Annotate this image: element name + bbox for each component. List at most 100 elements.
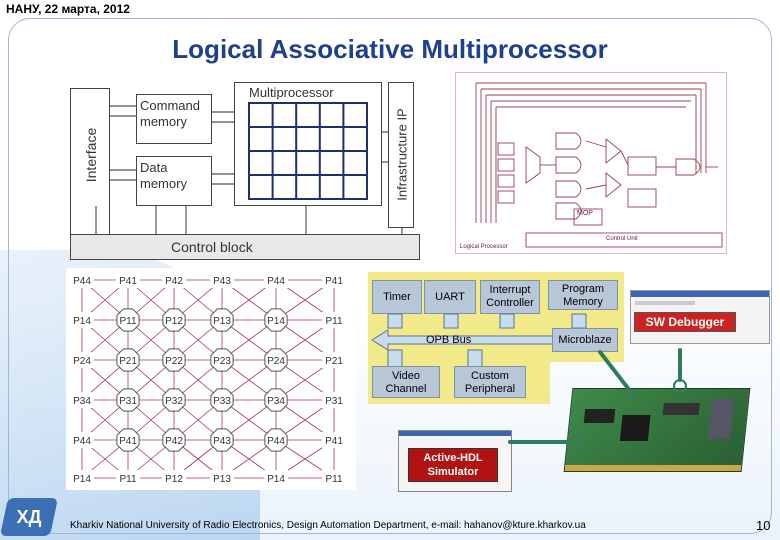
uart-label: UART bbox=[435, 291, 465, 303]
timer-block: Timer bbox=[372, 280, 422, 314]
processor-node bbox=[116, 388, 140, 412]
processor-node bbox=[210, 308, 234, 332]
edge-node-bg bbox=[322, 392, 346, 408]
edge-node-bg bbox=[322, 312, 346, 328]
multiprocessor-block: Multiprocessor bbox=[234, 82, 382, 206]
edge-node-bg bbox=[322, 352, 346, 368]
hdl-titlebar bbox=[399, 431, 511, 436]
custom-peripheral-label: Custom Peripheral bbox=[464, 370, 516, 395]
edge-node-bg bbox=[70, 312, 94, 328]
microblaze-label: Microblaze bbox=[558, 334, 612, 346]
slide-title: Logical Associative Multiprocessor bbox=[172, 34, 608, 64]
microblaze-block: Microblaze bbox=[552, 328, 618, 352]
edge-node-bg bbox=[210, 470, 234, 486]
footer-text: Kharkiv National University of Radio Ele… bbox=[70, 520, 586, 531]
edge-node-bg bbox=[322, 432, 346, 448]
processor-label: P33 bbox=[213, 396, 231, 407]
slide-frame bbox=[8, 18, 772, 534]
control-block-label: Control block bbox=[171, 239, 253, 255]
edge-node-bg bbox=[322, 470, 346, 486]
processor-label: P14 bbox=[267, 474, 285, 485]
logo-text: ХД bbox=[16, 507, 42, 527]
edge-node-bg bbox=[322, 272, 346, 288]
edge-node-bg bbox=[210, 272, 234, 288]
processor-label: P31 bbox=[119, 396, 137, 407]
processor-label: P12 bbox=[165, 474, 183, 485]
processor-node bbox=[116, 348, 140, 372]
processor-label: P21 bbox=[325, 356, 343, 367]
schematic-drawing bbox=[475, 82, 723, 248]
architecture-diagram: Interface Command memory Data memory Mul… bbox=[66, 82, 426, 262]
interface-label: Interface bbox=[83, 127, 99, 183]
processor-label: P14 bbox=[73, 316, 91, 327]
schematic-mop-label: MOP bbox=[577, 210, 593, 217]
processor-label: P24 bbox=[73, 356, 91, 367]
processor-node bbox=[264, 308, 288, 332]
processor-label: P42 bbox=[165, 276, 183, 287]
processor-label: P42 bbox=[165, 436, 183, 447]
university-logo: ХД bbox=[0, 498, 59, 536]
processor-label: P44 bbox=[73, 436, 91, 447]
interface-block: Interface bbox=[70, 88, 110, 238]
processor-node bbox=[116, 308, 140, 332]
processor-node bbox=[162, 348, 186, 372]
processor-node bbox=[264, 428, 288, 452]
processor-label: P14 bbox=[267, 316, 285, 327]
program-memory-label: Program Memory bbox=[561, 283, 605, 308]
debugger-titlebar bbox=[631, 291, 769, 297]
command-memory-label: Command memory bbox=[140, 98, 200, 129]
processor-label: P41 bbox=[325, 436, 343, 447]
edge-node-bg bbox=[264, 470, 288, 486]
processor-label: P13 bbox=[213, 474, 231, 485]
processor-label: P41 bbox=[119, 276, 137, 287]
processor-label: P44 bbox=[267, 276, 285, 287]
processor-label: P12 bbox=[165, 316, 183, 327]
edge-node-bg bbox=[70, 272, 94, 288]
active-hdl-label: Active-HDL Simulator bbox=[423, 452, 483, 478]
interrupt-label: Interrupt Controller bbox=[486, 284, 534, 309]
processor-label: P23 bbox=[213, 356, 231, 367]
processor-label: P11 bbox=[325, 316, 342, 327]
data-memory-block: Data memory bbox=[136, 156, 212, 206]
processor-label: P11 bbox=[325, 474, 342, 485]
sw-debugger-badge: SW Debugger bbox=[634, 312, 736, 332]
processor-label: P11 bbox=[119, 474, 136, 485]
processor-label: P24 bbox=[267, 356, 285, 367]
control-block: Control block bbox=[70, 234, 420, 260]
sw-debugger-label: SW Debugger bbox=[645, 315, 725, 329]
program-memory-block: Program Memory bbox=[548, 280, 618, 310]
processor-label: P13 bbox=[213, 316, 231, 327]
edge-node-bg bbox=[116, 470, 140, 486]
edge-node-bg bbox=[70, 432, 94, 448]
edge-node-bg bbox=[116, 272, 140, 288]
processor-label: P22 bbox=[165, 356, 183, 367]
edge-node-bg bbox=[162, 272, 186, 288]
processor-label: P34 bbox=[73, 396, 91, 407]
processor-label: P44 bbox=[73, 276, 91, 287]
processor-label: P21 bbox=[119, 356, 137, 367]
processor-label: P11 bbox=[119, 316, 136, 327]
page-number: 10 bbox=[756, 518, 771, 533]
processor-label: P31 bbox=[325, 396, 343, 407]
processor-label: P34 bbox=[267, 396, 285, 407]
processor-node bbox=[210, 388, 234, 412]
command-memory-block: Command memory bbox=[136, 94, 212, 144]
processor-node bbox=[162, 308, 186, 332]
opb-bus-label: OPB Bus bbox=[426, 334, 472, 346]
interrupt-block: Interrupt Controller bbox=[480, 280, 540, 314]
processor-node bbox=[162, 428, 186, 452]
processor-node bbox=[210, 428, 234, 452]
processor-node bbox=[210, 348, 234, 372]
edge-node-bg bbox=[264, 272, 288, 288]
processor-label: P43 bbox=[213, 276, 231, 287]
schematic-control-unit-label: Control Unit bbox=[606, 236, 638, 242]
video-channel-label: Video Channel bbox=[385, 370, 427, 395]
processor-node bbox=[264, 388, 288, 412]
infrastructure-block: Infrastructure IP bbox=[388, 82, 414, 228]
processor-node bbox=[264, 348, 288, 372]
processor-label: P32 bbox=[165, 396, 183, 407]
edge-node-bg bbox=[70, 470, 94, 486]
processor-label: P41 bbox=[325, 276, 343, 287]
data-memory-label: Data memory bbox=[140, 160, 187, 191]
